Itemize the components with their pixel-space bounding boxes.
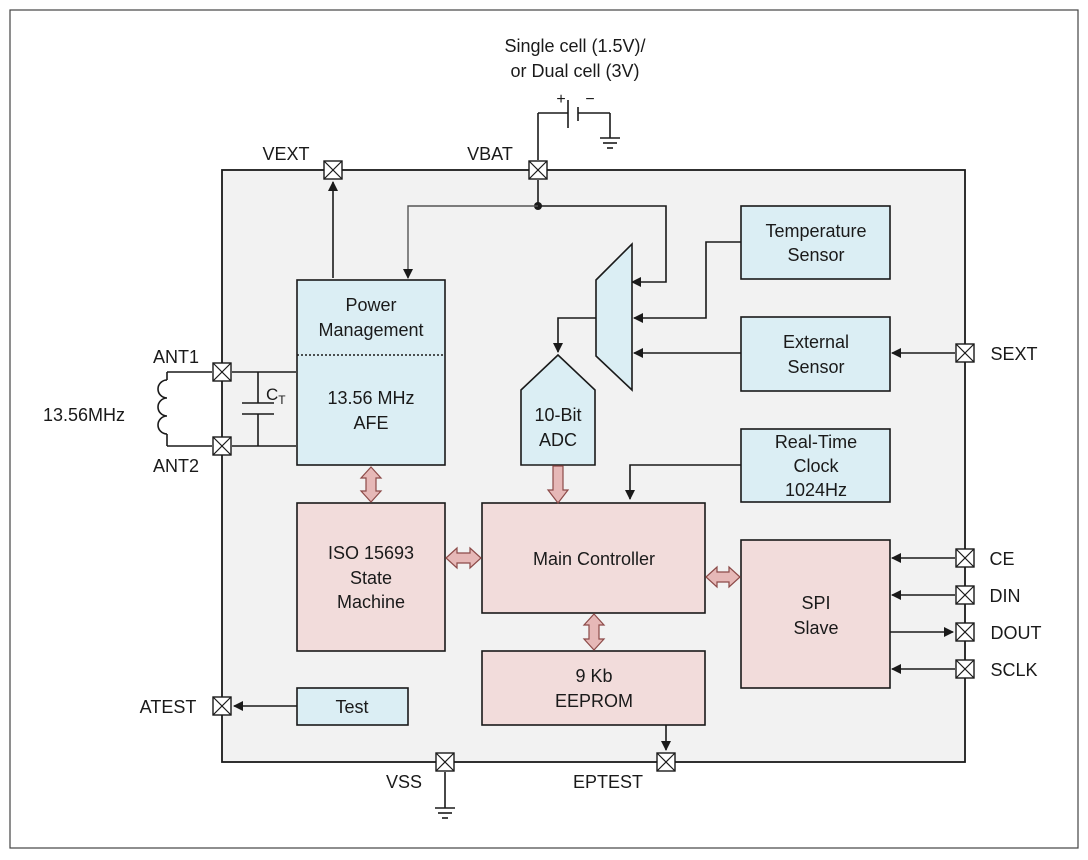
iso-label-1: ISO 15693: [328, 543, 414, 563]
adc-label-1: 10-Bit: [534, 405, 581, 425]
pin-pad-vbat: [528, 160, 548, 180]
power-management-afe-block: Power Management 13.56 MHz AFE: [296, 279, 446, 466]
pin-pad-vext: [323, 160, 343, 180]
power-management-label-1: Power: [345, 295, 396, 315]
temperature-sensor-label-2: Sensor: [787, 245, 844, 265]
real-time-clock-block: Real-Time Clock 1024Hz: [740, 428, 891, 503]
adc-controller-bus-arrow: [546, 465, 570, 504]
pin-pad-sext: [955, 343, 975, 363]
afe-label-2: AFE: [353, 413, 388, 433]
pin-pad-din: [955, 585, 975, 605]
rtc-label-2: Clock: [793, 456, 839, 476]
pin-label-vext: VEXT: [262, 144, 309, 164]
pin-label-ant1: ANT1: [153, 347, 199, 367]
controller-eeprom-bus-arrow: [582, 613, 606, 651]
spi-slave-block: SPI Slave: [740, 539, 891, 689]
pin-pad-eptest: [656, 752, 676, 772]
eeprom-label-1: 9 Kb: [575, 666, 612, 686]
pin-pad-ant2: [212, 436, 232, 456]
pin-label-vss: VSS: [386, 772, 422, 792]
iso-label-2: State: [350, 568, 392, 588]
pin-pad-ant1: [212, 362, 232, 382]
pin-label-vbat: VBAT: [467, 144, 513, 164]
temperature-sensor-block: Temperature Sensor: [740, 205, 891, 280]
vss-ground-icon: [435, 807, 455, 819]
pin-pad-ce: [955, 548, 975, 568]
main-controller-block: Main Controller: [481, 502, 706, 614]
power-management-label-2: Management: [318, 320, 423, 340]
iso-state-machine-block: ISO 15693 State Machine: [296, 502, 446, 652]
external-sensor-label-2: Sensor: [787, 357, 844, 377]
pin-pad-vss: [435, 752, 455, 772]
pin-label-ce: CE: [989, 549, 1014, 569]
afe-iso-bus-arrow: [359, 466, 383, 503]
main-controller-label: Main Controller: [533, 549, 655, 569]
external-sensor-block: External Sensor: [740, 316, 891, 392]
battery-label-line1: Single cell (1.5V)/: [504, 36, 645, 56]
controller-spi-bus-arrow: [705, 565, 741, 589]
rtc-label-3: 1024Hz: [785, 480, 847, 500]
adc-block: 10-Bit ADC: [520, 353, 596, 466]
pin-pad-dout: [955, 622, 975, 642]
spi-label-2: Slave: [793, 618, 838, 638]
battery-minus-sign: −: [585, 91, 594, 108]
test-label: Test: [335, 697, 368, 717]
iso-controller-bus-arrow: [445, 546, 482, 570]
pin-label-atest: ATEST: [140, 697, 197, 717]
spi-label-1: SPI: [801, 593, 830, 613]
antenna-coil-icon: [157, 371, 212, 447]
external-sensor-label-1: External: [783, 332, 849, 352]
battery-plus-sign: +: [556, 91, 565, 108]
pin-label-ant2: ANT2: [153, 456, 199, 476]
pin-label-sext: SEXT: [990, 344, 1037, 364]
pin-pad-sclk: [955, 659, 975, 679]
adc-label-2: ADC: [539, 430, 577, 450]
afe-label-1: 13.56 MHz: [327, 388, 414, 408]
test-block: Test: [296, 687, 409, 726]
analog-mux: [595, 242, 633, 392]
eeprom-label-2: EEPROM: [555, 691, 633, 711]
pin-label-sclk: SCLK: [990, 660, 1037, 680]
eeprom-block: 9 Kb EEPROM: [481, 650, 706, 726]
capacitor-label: CT: [266, 385, 286, 407]
battery-label-line2: or Dual cell (3V): [510, 61, 639, 81]
pin-label-eptest: EPTEST: [573, 772, 643, 792]
pin-label-din: DIN: [990, 586, 1021, 606]
iso-label-3: Machine: [337, 592, 405, 612]
battery-symbol: Single cell (1.5V)/ or Dual cell (3V) + …: [504, 36, 646, 160]
tuning-capacitor-icon: CT: [232, 371, 296, 447]
antenna-frequency-label: 13.56MHz: [43, 405, 125, 425]
battery-ground-icon: [600, 137, 620, 149]
temperature-sensor-label-1: Temperature: [765, 221, 866, 241]
pin-label-dout: DOUT: [991, 623, 1042, 643]
pin-pad-atest: [212, 696, 232, 716]
rtc-label-1: Real-Time: [775, 432, 857, 452]
